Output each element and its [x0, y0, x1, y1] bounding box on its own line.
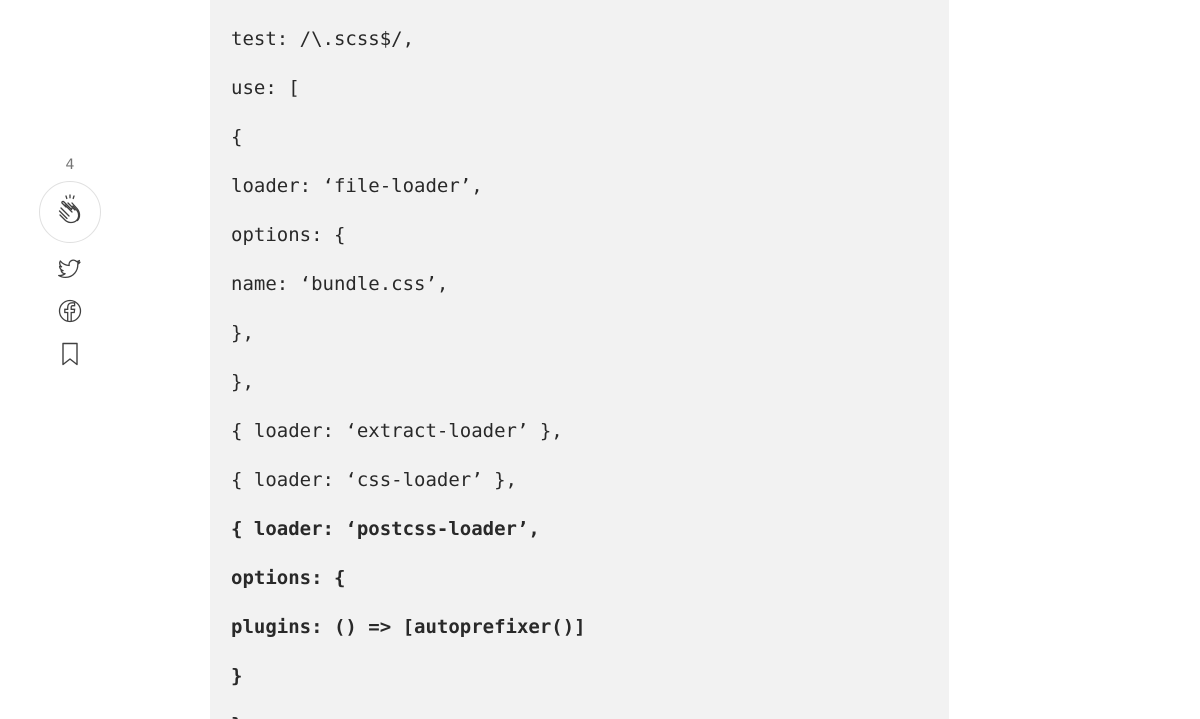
share-facebook-button[interactable]: [55, 298, 85, 328]
code-line: test: /\.scss$/,: [231, 28, 415, 50]
code-line: use: [: [231, 77, 300, 99]
code-line: { loader: ‘extract-loader’ },: [231, 420, 563, 442]
code-line: plugins: () => [autoprefixer()]: [231, 616, 586, 638]
code-line: }: [231, 713, 242, 719]
code-line: {: [231, 126, 243, 148]
code-line: },: [231, 371, 254, 393]
share-twitter-button[interactable]: [55, 256, 85, 286]
facebook-icon: [57, 298, 83, 329]
code-line: loader: ‘file-loader’,: [231, 175, 483, 197]
code-line: },: [231, 322, 254, 344]
bookmark-button[interactable]: [55, 341, 85, 371]
twitter-icon: [57, 256, 83, 287]
clap-count: 4: [65, 157, 75, 173]
code-line: options: {: [231, 567, 346, 589]
code-line: name: ‘bundle.css’,: [231, 273, 449, 295]
clap-button[interactable]: [39, 181, 101, 243]
code-line: { loader: ‘css-loader’ },: [231, 469, 517, 491]
code-line: options: {: [231, 224, 346, 246]
bookmark-icon: [57, 341, 83, 372]
code-line: }: [231, 665, 243, 687]
code-line: { loader: ‘postcss-loader’,: [231, 518, 540, 540]
code-block: test: /\.scss$/, use: [ { loader: ‘file-loa…: [210, 0, 949, 719]
clap-icon: [52, 192, 88, 233]
action-rail: 4: [38, 155, 102, 371]
